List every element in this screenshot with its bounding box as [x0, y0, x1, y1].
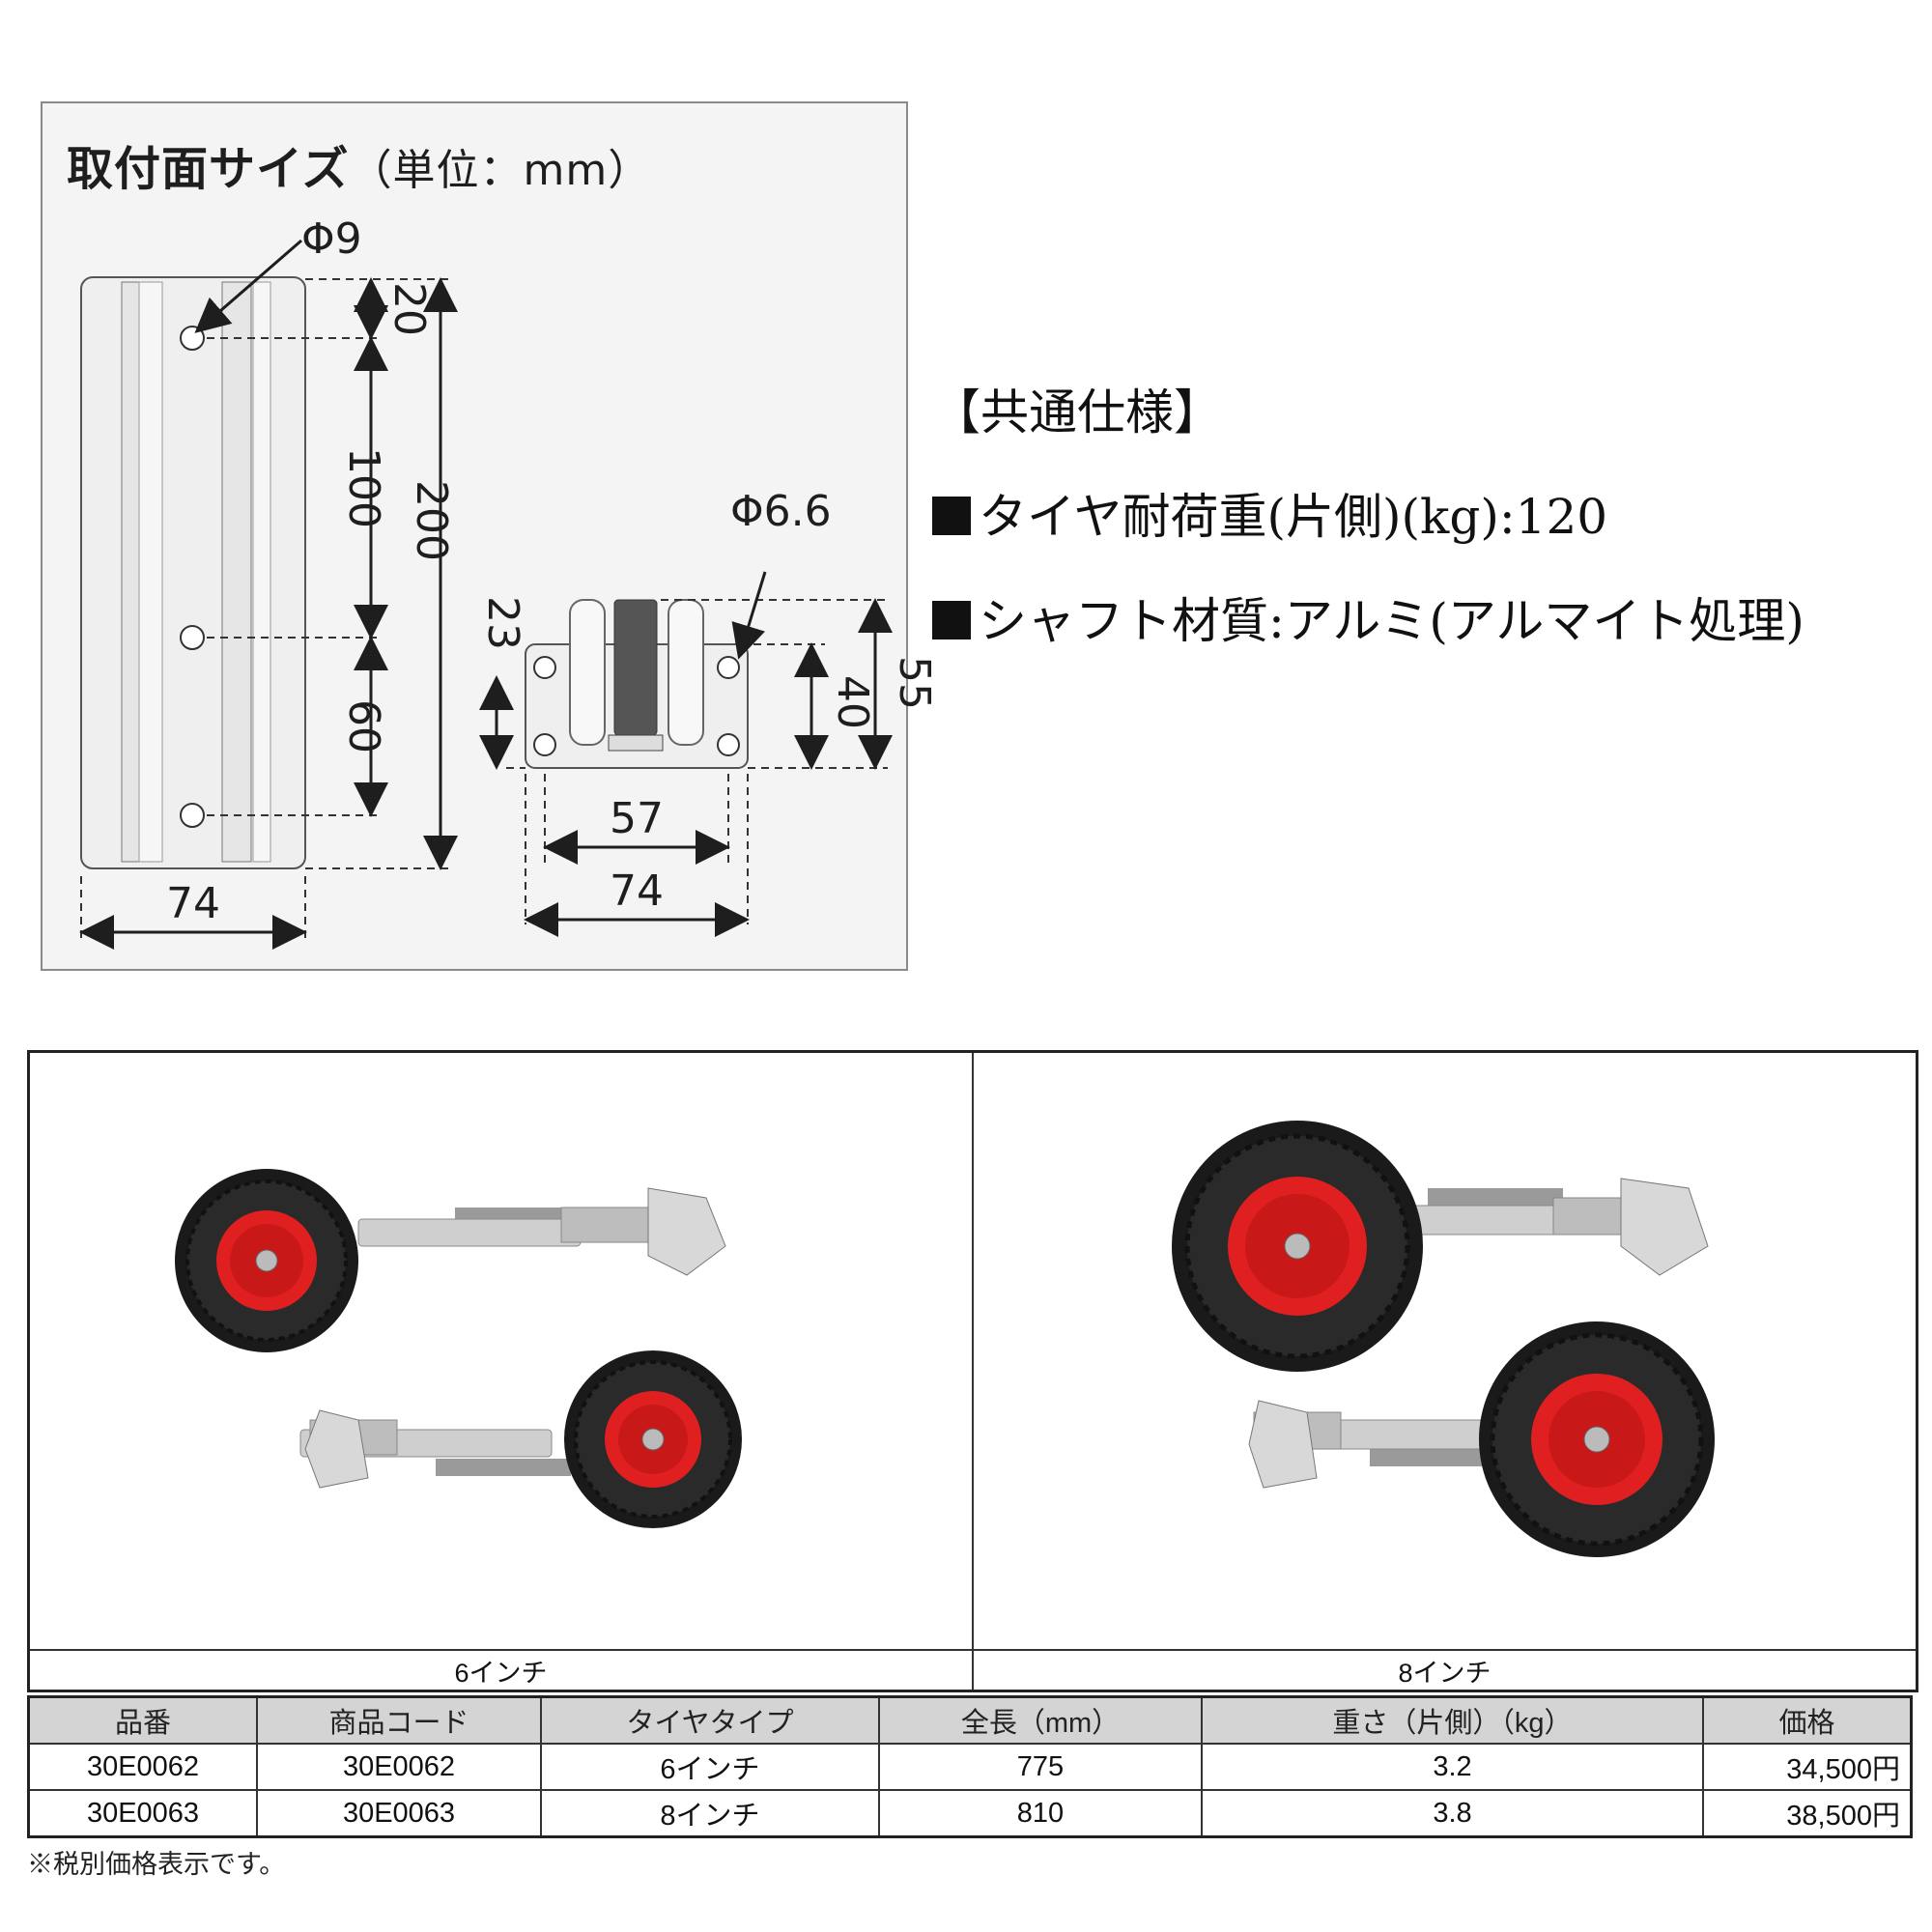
- dim-200: 200: [407, 480, 456, 561]
- dim-55: 55: [890, 656, 939, 710]
- dimension-title: 取付面サイズ（単位：mm）: [67, 130, 651, 198]
- table-row: 30E0063 30E0063 8インチ 810 3.8 38,500円: [27, 1789, 1913, 1838]
- dim-100: 100: [339, 447, 388, 528]
- dim-20: 20: [384, 282, 434, 336]
- spec-load-text: タイヤ耐荷重(片側)(kg):120: [979, 489, 1608, 545]
- cell-length: 810: [878, 1789, 1203, 1838]
- hole-label-left: Φ9: [301, 214, 362, 264]
- cell-price: 34,500円: [1702, 1743, 1913, 1791]
- col-header-product-code: 商品コード: [256, 1695, 542, 1745]
- dimension-unit: （単位：mm）: [349, 146, 652, 195]
- cell-product-code: 30E0063: [256, 1789, 542, 1838]
- product-photo-6inch: [27, 1050, 974, 1651]
- cell-tire-type: 6インチ: [540, 1743, 880, 1791]
- cell-part-no: 30E0063: [27, 1789, 258, 1838]
- mount-hole-icon: [180, 803, 205, 828]
- launching-wheel-8inch-image: [1172, 1121, 1715, 1557]
- dim-60: 60: [339, 699, 388, 753]
- dimension-drawing-panel: 取付面サイズ（単位：mm）: [41, 101, 939, 971]
- dimension-diagram: Φ9 20 100 200 60 74: [79, 214, 939, 950]
- cell-weight: 3.2: [1201, 1743, 1704, 1791]
- dim-23: 23: [478, 596, 527, 650]
- dim-74-left: 74: [166, 879, 220, 928]
- cell-price: 38,500円: [1702, 1789, 1913, 1838]
- spec-heading: 【共通仕様】: [932, 384, 1222, 440]
- bullet-square-icon: [932, 601, 971, 639]
- spec-line-load: タイヤ耐荷重(片側)(kg):120: [932, 486, 1804, 548]
- dim-40: 40: [828, 675, 877, 729]
- bracket-hole-icon: [533, 656, 556, 679]
- cell-weight: 3.8: [1201, 1789, 1704, 1838]
- product-caption-8inch: 8インチ: [972, 1649, 1918, 1692]
- wheel-set-lower: [299, 1350, 742, 1528]
- mount-hole-icon: [180, 625, 205, 650]
- cell-part-no: 30E0062: [27, 1743, 258, 1791]
- right-bracket: [525, 599, 749, 769]
- dimension-title-text: 取付面サイズ: [67, 142, 350, 196]
- cell-tire-type: 8インチ: [540, 1789, 880, 1838]
- product-spec-table: 品番 商品コード タイヤタイプ 全長（mm） 重さ（片側）（kg） 価格 30E…: [27, 1695, 1913, 1838]
- dim-57: 57: [610, 794, 664, 843]
- col-header-weight: 重さ（片側）（kg）: [1201, 1695, 1704, 1745]
- common-spec: 【共通仕様】 タイヤ耐荷重(片側)(kg):120 シャフト材質:アルミ(アルマ…: [932, 382, 1804, 695]
- bracket-hole-icon: [533, 733, 556, 756]
- cell-product-code: 30E0062: [256, 1743, 542, 1791]
- spec-line-material: シャフト材質:アルミ(アルマイト処理): [932, 590, 1804, 652]
- hole-label-right: Φ6.6: [730, 487, 832, 536]
- spec-material-text: シャフト材質:アルミ(アルマイト処理): [979, 593, 1804, 649]
- bracket-hole-icon: [717, 656, 740, 679]
- product-photo-8inch: [972, 1050, 1918, 1651]
- table-row: 30E0062 30E0062 6インチ 775 3.2 34,500円: [27, 1743, 1913, 1791]
- col-header-length: 全長（mm）: [878, 1695, 1203, 1745]
- wheel-set-upper: [175, 1169, 726, 1352]
- wheel-set-lower: [1248, 1321, 1715, 1557]
- launching-wheel-6inch-image: [175, 1169, 742, 1528]
- col-header-price: 価格: [1702, 1695, 1913, 1745]
- wheel-set-upper: [1172, 1121, 1709, 1372]
- table-header-row: 品番 商品コード タイヤタイプ 全長（mm） 重さ（片側）（kg） 価格: [27, 1695, 1913, 1745]
- dim-74-right: 74: [610, 867, 664, 916]
- product-caption-6inch: 6インチ: [27, 1649, 974, 1692]
- tax-note: ※税別価格表示です。: [27, 1850, 286, 1879]
- bullet-square-icon: [932, 497, 971, 535]
- bracket-hole-icon: [717, 733, 740, 756]
- col-header-tire-type: タイヤタイプ: [540, 1695, 880, 1745]
- product-photo-table: 6インチ 8インチ: [27, 1050, 1918, 1692]
- col-header-part-no: 品番: [27, 1695, 258, 1745]
- cell-length: 775: [878, 1743, 1203, 1791]
- left-mounting-plate: [80, 276, 306, 869]
